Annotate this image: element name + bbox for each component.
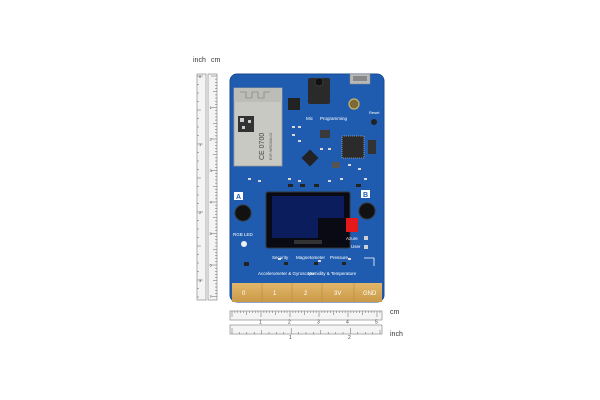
vertical-ruler: 1 2 3 4 5 6 7 0 1 2 3 <box>196 73 218 301</box>
vertical-ruler-inch-tick-label: 0 <box>199 74 202 79</box>
rgb-led-label: RGB LED <box>233 232 254 237</box>
reset-button <box>371 119 377 125</box>
horizontal-ruler-cm-tick-label: 5 <box>375 320 378 326</box>
dev-board-photo: CE 0700 ESP-WROOM-02 Mic Programming Res… <box>229 73 385 303</box>
vertical-ruler-cm-unit: cm <box>211 57 221 64</box>
vertical-ruler-cm-tick-label: 3 <box>210 168 213 173</box>
button-a <box>234 204 252 222</box>
mic-label: Mic <box>306 116 314 121</box>
vertical-ruler-cm-tick-label: 1 <box>210 105 213 110</box>
vertical-ruler-cm-tick-label: 5 <box>210 231 213 236</box>
horizontal-ruler-cm-tick-label: 4 <box>346 320 349 326</box>
horizontal-ruler: 1 2 3 4 5 1 2 <box>229 310 383 340</box>
vertical-ruler-inch-tick-label: 3 <box>199 278 202 283</box>
rgb-led <box>241 241 247 247</box>
programming-button <box>348 98 360 110</box>
azure-label: Azure <box>346 236 358 241</box>
button-a-label: A <box>236 194 241 201</box>
pin-label-3v: 3V <box>334 291 341 297</box>
module-cert-text: CE 0700 <box>259 133 266 160</box>
pin-label-gnd: GND <box>363 291 377 297</box>
programming-label: Programming <box>320 116 348 121</box>
horizontal-ruler-inch-unit: inch <box>390 331 403 338</box>
reset-label: Reset <box>369 110 380 115</box>
horizontal-ruler-cm-tick-label: 2 <box>288 320 291 326</box>
user-label: User <box>351 244 361 249</box>
humidity-label: Humidity & Temperature <box>308 271 357 276</box>
horizontal-ruler-inch-tick-label: 2 <box>348 335 351 340</box>
vertical-ruler-inch-tick-label: 2 <box>199 210 202 215</box>
vertical-ruler-inch-unit: inch <box>193 57 206 64</box>
button-b-label: B <box>363 192 368 199</box>
horizontal-ruler-cm-tick-label: 1 <box>259 320 262 326</box>
pin-label-2: 2 <box>304 291 308 297</box>
vertical-ruler-cm-tick-label: 6 <box>210 263 213 268</box>
horizontal-ruler-inch-tick-label: 1 <box>289 335 292 340</box>
edge-connector <box>232 283 382 302</box>
audio-jack <box>308 78 330 104</box>
vertical-ruler-cm-tick-label: 4 <box>210 200 213 205</box>
button-b <box>358 202 376 220</box>
pressure-label: Pressure <box>330 255 349 260</box>
azure-led <box>346 218 358 232</box>
pin-label-1: 1 <box>273 291 277 297</box>
module-name-text: ESP-WROOM-02 <box>269 133 273 160</box>
accelerometer-label: Accelerometer & Gyroscope <box>258 271 315 276</box>
vertical-ruler-cm-tick-label: 2 <box>210 137 213 142</box>
magnetometer-label: Magnetometer <box>296 255 326 260</box>
vertical-ruler-inch-tick-label: 1 <box>199 142 202 147</box>
mcu-chip <box>341 135 365 159</box>
horizontal-ruler-cm-tick-label: 3 <box>317 320 320 326</box>
pin-label-0: 0 <box>242 291 246 297</box>
security-label: Security <box>272 255 289 260</box>
horizontal-ruler-cm-unit: cm <box>390 309 400 316</box>
vertical-ruler-cm-tick-label: 7 <box>210 294 213 299</box>
